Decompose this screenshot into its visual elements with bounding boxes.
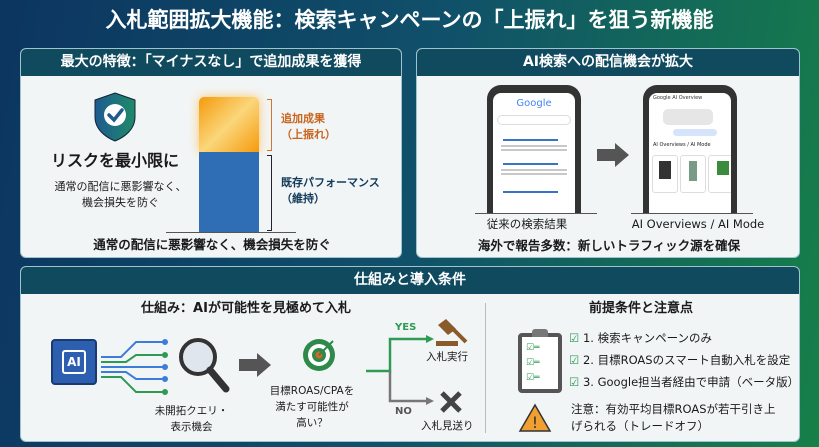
- risk-title: リスクを最小限に: [51, 151, 180, 170]
- yes-label: YES: [395, 322, 417, 333]
- caution-note: 注意：有効平均目標ROASが若干引き上 げられる（トレードオフ）: [571, 401, 776, 435]
- condition-text: 1. 検索キャンペーンのみ: [582, 331, 713, 345]
- mechanism-panel: 仕組みと導入条件 仕組み：AIが可能性を見極めて入札 AI 未開拓クエリ・ 表示…: [20, 266, 800, 442]
- x-icon: [440, 391, 462, 413]
- note-line: げられる（トレードオフ）: [571, 419, 709, 433]
- no-label: NO: [395, 406, 412, 417]
- additional-results-label: 追加成果 （上振れ）: [281, 111, 336, 143]
- condition-text: 2. 目標ROASのスマート自動入札を設定: [582, 353, 791, 367]
- feature-panel: 最大の特徴：「マイナスなし」で追加成果を獲得 リスクを最小限に 通常の配信に悪影…: [20, 48, 402, 258]
- arrow-right-icon: [597, 143, 629, 167]
- label-line: 既存パフォーマンス: [281, 176, 380, 189]
- product-card: [708, 155, 731, 193]
- ai-search-panel-header: AI検索への配信機会が拡大: [417, 49, 799, 76]
- product-card: [680, 155, 706, 193]
- bid-label: 入札実行: [426, 351, 468, 363]
- ai-search-footer: 海外で報告多数：新しいトラフィック源を確保: [477, 238, 741, 253]
- ai-search-panel: AI検索への配信機会が拡大 Google Google AI Overview …: [416, 48, 800, 258]
- existing-performance-bar: [199, 152, 259, 232]
- target-icon: [303, 339, 335, 371]
- checkbox-icon: ☑: [569, 353, 580, 367]
- label-line: 高い？: [296, 417, 328, 429]
- ai-overview-header: Google AI Overview: [653, 95, 703, 101]
- condition-list: ☑ 1. 検索キャンペーンのみ ☑ 2. 目標ROASのスマート自動入札を設定 …: [569, 327, 799, 393]
- checkbox-icon: ☑: [569, 331, 580, 345]
- divider: [485, 303, 486, 433]
- ai-mode-section-label: AI Overviews / AI Mode: [653, 142, 711, 148]
- mechanism-panel-header: 仕組みと導入条件: [21, 267, 799, 294]
- ai-chip-icon: AI: [51, 339, 97, 385]
- google-logo: Google: [516, 98, 552, 109]
- search-bar: [497, 115, 571, 125]
- conditions-title: 前提条件と注意点: [588, 301, 693, 316]
- gavel-icon: [436, 319, 468, 346]
- bracket-top: [267, 99, 272, 151]
- network-lines-icon: [101, 339, 168, 395]
- label-line: 追加成果: [281, 112, 325, 125]
- magnifier-icon: [179, 338, 230, 393]
- product-card: [652, 155, 678, 193]
- branch-arrows: [366, 335, 434, 405]
- feature-panel-header: 最大の特徴：「マイナスなし」で追加成果を獲得: [21, 49, 401, 76]
- condition-item: ☑ 3. Google担当者経由で申請（ベータ版）: [569, 371, 799, 393]
- skip-label: 入札見送り: [421, 420, 474, 432]
- risk-description: 通常の配信に悪影響なく、 機会損失を防ぐ: [43, 179, 198, 211]
- svg-text:!: !: [532, 413, 538, 432]
- mechanism-title: 仕組み：AIが可能性を見極めて入札: [141, 301, 351, 316]
- condition-item: ☑ 2. 目標ROASのスマート自動入札を設定: [569, 349, 799, 371]
- label-line: 未開拓クエリ・: [154, 405, 229, 417]
- phone-ai-overview: Google AI Overview AI Overviews / AI Mod…: [643, 85, 737, 213]
- label-line: （上振れ）: [281, 128, 336, 141]
- existing-performance-label: 既存パフォーマンス （維持）: [281, 175, 380, 207]
- page-title: 入札範囲拡大機能：検索キャンペーンの「上振れ」を狙う新機能: [105, 8, 714, 32]
- ai-chip-label: AI: [62, 350, 86, 374]
- risk-desc-line: 通常の配信に悪影響なく、: [54, 180, 187, 193]
- caption-ai: AI Overviews / AI Mode: [631, 217, 765, 231]
- baseline: [166, 232, 296, 233]
- phone-classic-search: Google: [487, 85, 581, 213]
- query-label: 未開拓クエリ・ 表示機会: [134, 403, 249, 435]
- clipboard-icon: ☑═☑═☑═: [518, 329, 562, 393]
- label-line: （維持）: [281, 192, 325, 205]
- warning-icon: !: [518, 403, 552, 432]
- label-line: 満たす可能性が: [275, 401, 349, 413]
- label-line: 表示機会: [170, 421, 213, 433]
- shield-check-icon: [94, 92, 136, 142]
- question-label: 目標ROAS/CPAを 満たす可能性が 高い？: [257, 383, 367, 431]
- caption-classic: 従来の検索結果: [486, 217, 568, 231]
- bracket-bottom: [267, 155, 272, 231]
- condition-item: ☑ 1. 検索キャンペーンのみ: [569, 327, 799, 349]
- note-line: 注意：有効平均目標ROASが若干引き上: [571, 402, 776, 416]
- feature-footer: 通常の配信に悪影響なく、機会損失を防ぐ: [93, 237, 331, 252]
- risk-desc-line: 機会損失を防ぐ: [82, 196, 159, 209]
- arrow-right-icon: [239, 353, 271, 377]
- additional-results-bar: [199, 97, 259, 152]
- condition-text: 3. Google担当者経由で申請（ベータ版）: [582, 375, 800, 389]
- checkbox-icon: ☑: [569, 375, 580, 389]
- label-line: 目標ROAS/CPAを: [269, 385, 355, 397]
